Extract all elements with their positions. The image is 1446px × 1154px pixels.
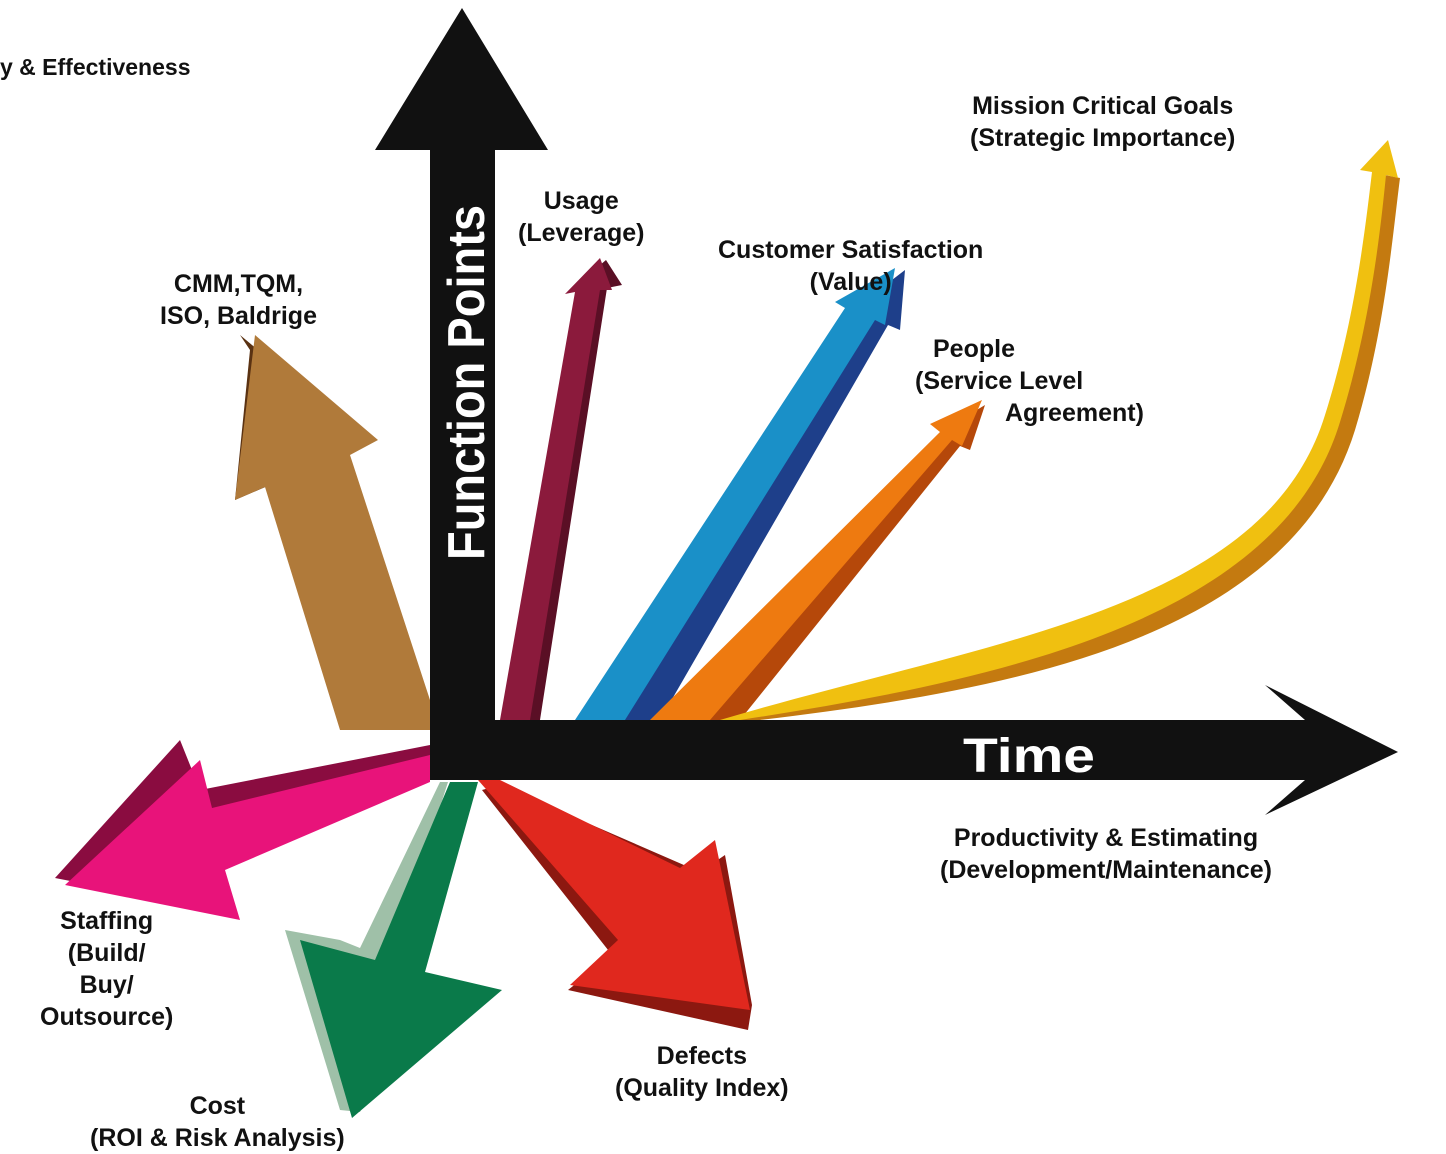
defects-arrow — [478, 780, 752, 1030]
cmm-label: CMM,TQM,ISO, Baldrige — [160, 270, 317, 330]
cost-label: Cost(ROI & Risk Analysis) — [90, 1092, 345, 1152]
function-points-axis: Function Points — [375, 8, 548, 780]
defects-label: Defects(Quality Index) — [615, 1042, 789, 1102]
cmm-arrow — [235, 335, 430, 730]
page-title: y & Effectiveness — [0, 54, 191, 80]
productivity-label: Productivity & Estimating(Development/Ma… — [940, 824, 1273, 884]
time-axis: Time — [430, 685, 1398, 815]
mission-label: Mission Critical Goals(Strategic Importa… — [970, 92, 1236, 152]
staffing-arrow — [55, 740, 430, 920]
customer-arrow — [575, 268, 905, 720]
function-points-label: Function Points — [438, 205, 496, 560]
mission-arrow — [720, 140, 1400, 720]
people-arrow — [650, 400, 985, 720]
customer-label: Customer Satisfaction(Value) — [718, 236, 984, 296]
time-label: Time — [963, 730, 1095, 783]
cost-arrow — [285, 782, 502, 1118]
usage-arrow — [500, 258, 622, 720]
staffing-label: Staffing(Build/Buy/Outsource) — [40, 907, 174, 1031]
people-label: People (Service Level Agreement) — [915, 335, 1144, 427]
usage-label: Usage(Leverage) — [518, 187, 645, 247]
